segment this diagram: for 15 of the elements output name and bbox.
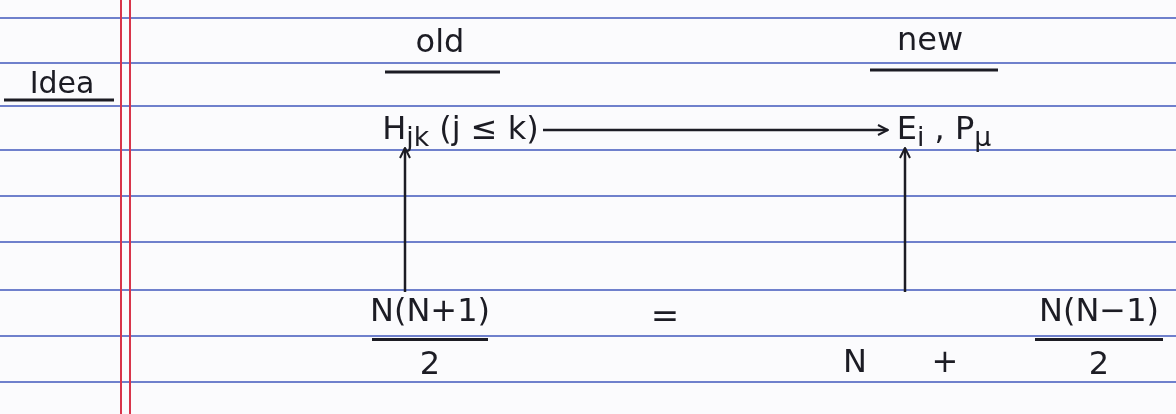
math-expression: H$_{jk}$ (j ≤ k) bbox=[381, 112, 540, 152]
plus-sign: + bbox=[930, 345, 960, 377]
arrow bbox=[899, 147, 911, 292]
column-heading: old bbox=[414, 25, 466, 57]
section-heading: Idea bbox=[28, 68, 96, 98]
arrow bbox=[543, 124, 889, 136]
denominator: 2 bbox=[418, 347, 442, 379]
equals-sign: = bbox=[649, 298, 681, 332]
math-expression: E$_{i}$ , P$_{μ}$ bbox=[895, 112, 993, 152]
arrow bbox=[399, 147, 411, 292]
column-heading: new bbox=[895, 23, 965, 55]
numerator: N(N−1) bbox=[1038, 294, 1160, 326]
math-term: N bbox=[842, 345, 868, 377]
numerator: N(N+1) bbox=[369, 294, 491, 326]
denominator: 2 bbox=[1087, 347, 1111, 379]
